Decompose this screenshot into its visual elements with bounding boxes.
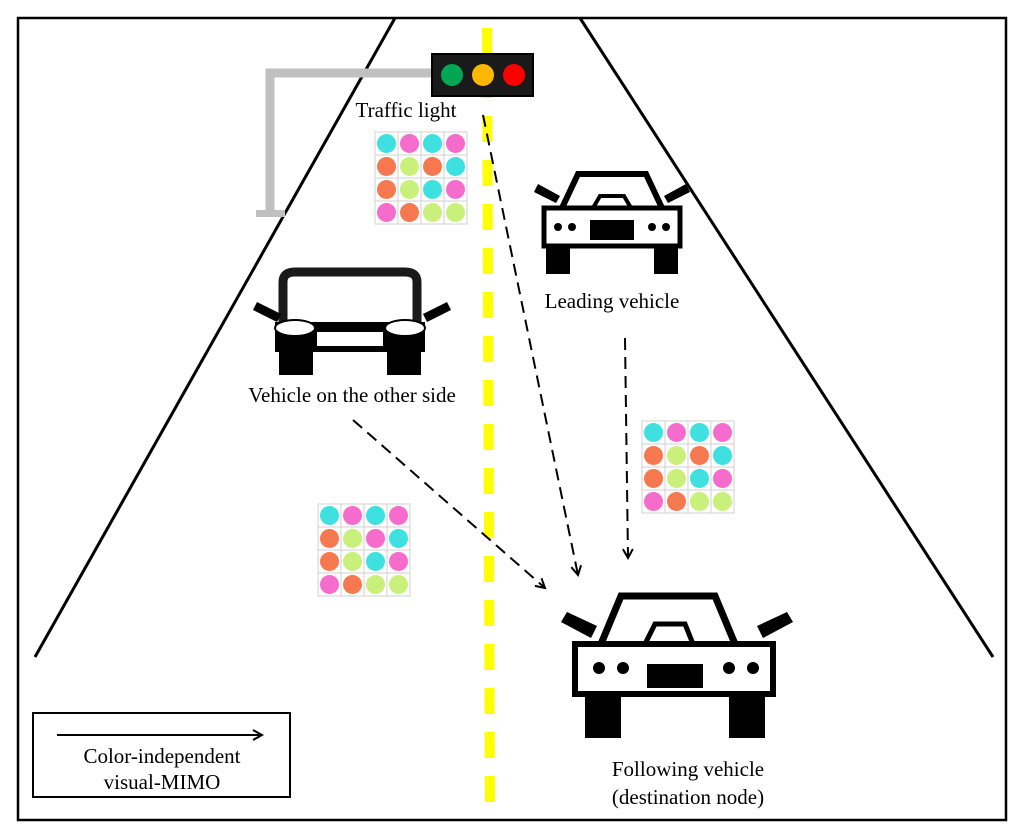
following-vehicle-label-line2: (destination node) bbox=[612, 785, 764, 809]
mimo-cell-orange bbox=[343, 575, 362, 594]
traffic-light-pole-base bbox=[256, 210, 285, 217]
mimo-cell-orange bbox=[644, 446, 663, 465]
red-light bbox=[503, 64, 525, 86]
road-edge-left bbox=[33, 17, 397, 658]
mimo-cell-pink bbox=[667, 423, 686, 442]
mimo-cell-orange bbox=[320, 552, 339, 571]
mimo-cell-pink bbox=[446, 180, 465, 199]
mimo-cell-pink bbox=[343, 506, 362, 525]
mimo-cell-lime bbox=[667, 469, 686, 488]
road-edge-right bbox=[578, 17, 995, 658]
mimo-cell-lime bbox=[690, 492, 709, 511]
mimo-cell-cyan bbox=[690, 423, 709, 442]
mimo-cell-lime bbox=[667, 446, 686, 465]
leading-vehicle-label: Leading vehicle bbox=[545, 289, 680, 313]
yellow-light bbox=[472, 64, 494, 86]
mimo-cell-orange bbox=[423, 157, 442, 176]
mimo-cell-lime bbox=[713, 492, 732, 511]
mimo-cell-cyan bbox=[320, 506, 339, 525]
mimo-pattern-leading-vehicle bbox=[641, 420, 735, 514]
mimo-cell-orange bbox=[377, 180, 396, 199]
following-vehicle-icon bbox=[561, 592, 793, 738]
arrow-other-side-to-following bbox=[352, 419, 545, 588]
diagram-frame bbox=[16, 16, 1008, 822]
mimo-cell-pink bbox=[446, 134, 465, 153]
other-side-vehicle-icon bbox=[253, 267, 451, 375]
mimo-cell-cyan bbox=[366, 506, 385, 525]
mimo-cell-orange bbox=[690, 446, 709, 465]
mimo-cell-lime bbox=[389, 575, 408, 594]
mimo-cell-pink bbox=[377, 203, 396, 222]
mimo-cell-cyan bbox=[389, 529, 408, 548]
mimo-cell-pink bbox=[644, 492, 663, 511]
mimo-cell-cyan bbox=[713, 446, 732, 465]
mimo-cell-cyan bbox=[423, 180, 442, 199]
mimo-cell-orange bbox=[644, 469, 663, 488]
mimo-cell-orange bbox=[377, 157, 396, 176]
arrow-traffic-light-to-following bbox=[482, 114, 578, 575]
mimo-cell-pink bbox=[320, 575, 339, 594]
mimo-cell-lime bbox=[366, 575, 385, 594]
legend-label-line2: visual-MIMO bbox=[104, 770, 221, 794]
mimo-cell-lime bbox=[400, 157, 419, 176]
leading-vehicle-icon bbox=[534, 171, 690, 274]
legend-box: Color-independent visual-MIMO bbox=[32, 712, 291, 798]
mimo-cell-cyan bbox=[446, 157, 465, 176]
mimo-cell-lime bbox=[400, 180, 419, 199]
other-side-vehicle-label: Vehicle on the other side bbox=[248, 383, 456, 407]
mimo-cell-pink bbox=[713, 423, 732, 442]
mimo-cell-lime bbox=[343, 529, 362, 548]
traffic-light bbox=[431, 53, 534, 97]
mimo-cell-orange bbox=[320, 529, 339, 548]
mimo-cell-pink bbox=[389, 506, 408, 525]
mimo-cell-pink bbox=[389, 552, 408, 571]
mimo-cell-cyan bbox=[377, 134, 396, 153]
mimo-pattern-other-side-vehicle bbox=[317, 503, 411, 597]
following-vehicle-label-line1: Following vehicle bbox=[612, 757, 764, 781]
green-light bbox=[441, 64, 463, 86]
legend-label-line1: Color-independent bbox=[83, 744, 240, 768]
mimo-cell-cyan bbox=[690, 469, 709, 488]
mimo-cell-lime bbox=[343, 552, 362, 571]
mimo-cell-pink bbox=[400, 134, 419, 153]
mimo-cell-cyan bbox=[644, 423, 663, 442]
mimo-pattern-traffic-light bbox=[374, 131, 468, 225]
traffic-light-label: Traffic light bbox=[356, 98, 457, 122]
mimo-cell-orange bbox=[667, 492, 686, 511]
mimo-cell-lime bbox=[423, 203, 442, 222]
traffic-light-pole bbox=[265, 68, 436, 214]
mimo-cell-lime bbox=[446, 203, 465, 222]
mimo-cell-cyan bbox=[366, 552, 385, 571]
mimo-cell-pink bbox=[713, 469, 732, 488]
mimo-cell-orange bbox=[400, 203, 419, 222]
mimo-cell-cyan bbox=[423, 134, 442, 153]
mimo-cell-pink bbox=[366, 529, 385, 548]
